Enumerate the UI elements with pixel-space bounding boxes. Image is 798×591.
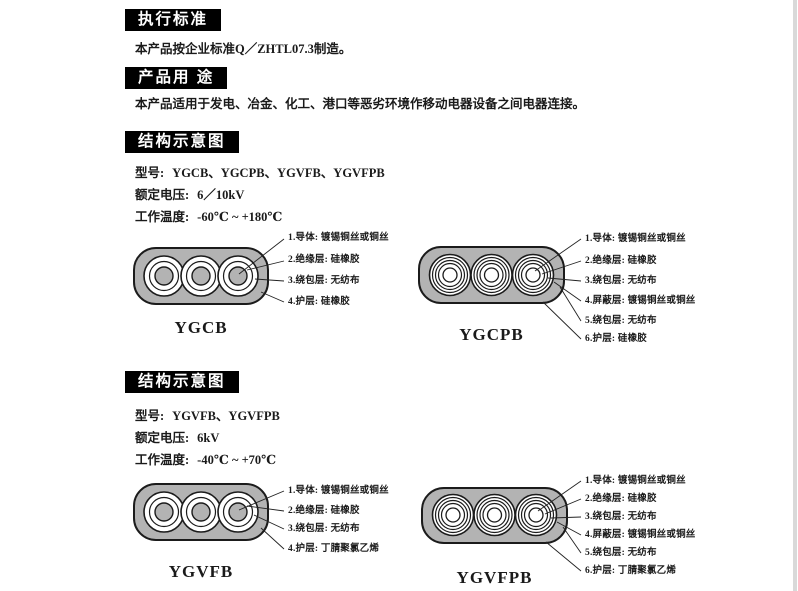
cable-core (431, 493, 558, 537)
layer-label: 3.绕包层: 无纺布 (288, 276, 360, 286)
leader-lines (238, 490, 285, 550)
spec-value: YGCB、YGCPB、YGVFB、YGVFPB (172, 166, 385, 180)
cable-core (143, 491, 259, 533)
leader-lines (537, 480, 582, 572)
spec-value: YGVFB、YGVFPB (172, 409, 280, 423)
page-right-edge (793, 0, 797, 591)
cable-diagram-ygvfb: 1.导体: 镀锡铜丝或铜丝 2.绝缘层: 硅橡胶 3.绕包层: 无纺布 4.护层… (133, 472, 433, 590)
spec-list-structure-2: 型号: YGVFB、YGVFPB 额定电压: 6kV 工作温度: -40℃ ~ +70… (135, 409, 280, 475)
section-header-label: 执行标准 (138, 11, 209, 28)
cable-core (143, 255, 259, 297)
cable-cross-section-drawing (418, 238, 582, 340)
spec-line-voltage: 额定电压: 6／10kV (135, 188, 385, 210)
layer-label: 3.绕包层: 无纺布 (585, 276, 657, 286)
section-header-product-usage: 产品用 途 (111, 67, 230, 93)
layer-label: 6.护层: 丁腈聚氯乙烯 (585, 566, 677, 576)
spec-line-model: 型号: YGCB、YGCPB、YGVFB、YGVFPB (135, 166, 385, 188)
leader-lines (534, 238, 582, 340)
cable-core (428, 253, 555, 297)
layer-label: 4.护层: 丁腈聚氯乙烯 (288, 544, 380, 554)
spec-label: 型号: (135, 409, 165, 423)
spec-label: 型号: (135, 166, 165, 180)
cable-cross-section-drawing (133, 238, 285, 305)
section-header-execution-standard: 执行标准 (111, 9, 224, 35)
spec-label: 额定电压: (135, 188, 190, 202)
section-header-structure-diagram-2: 结构示意图 (112, 371, 241, 397)
layer-label: 2.绝缘层: 硅橡胶 (585, 256, 657, 266)
layer-label: 1.导体: 镀锡铜丝或铜丝 (288, 486, 389, 496)
section-header-structure-diagram-1: 结构示意图 (112, 131, 241, 157)
layer-label: 6.护层: 硅橡胶 (585, 334, 647, 344)
layer-label: 4.护层: 硅橡胶 (288, 297, 350, 307)
diagram-caption: YGVFB (168, 562, 234, 581)
spec-line-model: 型号: YGVFB、YGVFPB (135, 409, 280, 431)
spec-line-voltage: 额定电压: 6kV (135, 431, 280, 453)
section-header-label: 产品用 途 (138, 69, 215, 86)
cable-cross-section-drawing (421, 480, 582, 572)
cable-cross-section-drawing (133, 483, 285, 550)
layer-label: 1.导体: 镀锡铜丝或铜丝 (585, 234, 686, 244)
cable-diagram-ygcpb: 1.导体: 镀锡铜丝或铜丝 2.绝缘层: 硅橡胶 3.绕包层: 无纺布 4.屏蔽… (418, 228, 730, 352)
layer-label: 4.屏蔽层: 镀锡铜丝或铜丝 (585, 296, 696, 306)
spec-value: -40℃ ~ +70℃ (197, 453, 277, 467)
spec-label: 工作温度: (135, 453, 190, 467)
spec-line-temperature: 工作温度: -40℃ ~ +70℃ (135, 453, 280, 475)
section-header-label: 结构示意图 (138, 373, 226, 390)
spec-label: 额定电压: (135, 431, 190, 445)
leader-lines (238, 238, 285, 303)
product-usage-text: 本产品适用于发电、冶金、化工、港口等恶劣环境作移动电器设备之间电器连接。 (135, 97, 586, 111)
diagram-caption: YGCPB (459, 325, 524, 344)
layer-label: 1.导体: 镀锡铜丝或铜丝 (585, 476, 686, 486)
layer-label: 5.绕包层: 无纺布 (585, 316, 657, 326)
execution-standard-text: 本产品按企业标准Q／ZHTL07.3制造。 (135, 42, 352, 56)
spec-label: 工作温度: (135, 210, 190, 224)
spec-value: 6kV (197, 431, 220, 445)
spec-value: -60℃ ~ +180℃ (197, 210, 283, 224)
spec-list-structure-1: 型号: YGCB、YGCPB、YGVFB、YGVFPB 额定电压: 6／10kV 工… (135, 166, 385, 232)
layer-label: 3.绕包层: 无纺布 (288, 524, 360, 534)
cable-diagram-ygvfpb: 1.导体: 镀锡铜丝或铜丝 2.绝缘层: 硅橡胶 3.绕包层: 无纺布 4.屏蔽… (418, 465, 730, 591)
spec-value: 6／10kV (197, 188, 245, 202)
section-header-label: 结构示意图 (138, 133, 226, 150)
spec-line-temperature: 工作温度: -60℃ ~ +180℃ (135, 210, 385, 232)
diagram-caption: YGVFPB (456, 568, 533, 587)
layer-label: 5.绕包层: 无纺布 (585, 548, 657, 558)
layer-label: 4.屏蔽层: 镀锡铜丝或铜丝 (585, 530, 696, 540)
layer-label: 3.绕包层: 无纺布 (585, 512, 657, 522)
cable-diagram-ygcb: 1.导体: 镀锡铜丝或铜丝 2.绝缘层: 硅橡胶 3.绕包层: 无纺布 4.护层… (133, 230, 433, 348)
layer-label: 1.导体: 镀锡铜丝或铜丝 (288, 233, 389, 243)
layer-label: 2.绝缘层: 硅橡胶 (288, 255, 360, 265)
diagram-caption: YGCB (174, 318, 228, 337)
layer-label: 2.绝缘层: 硅橡胶 (288, 506, 360, 516)
layer-label: 2.绝缘层: 硅橡胶 (585, 494, 657, 504)
